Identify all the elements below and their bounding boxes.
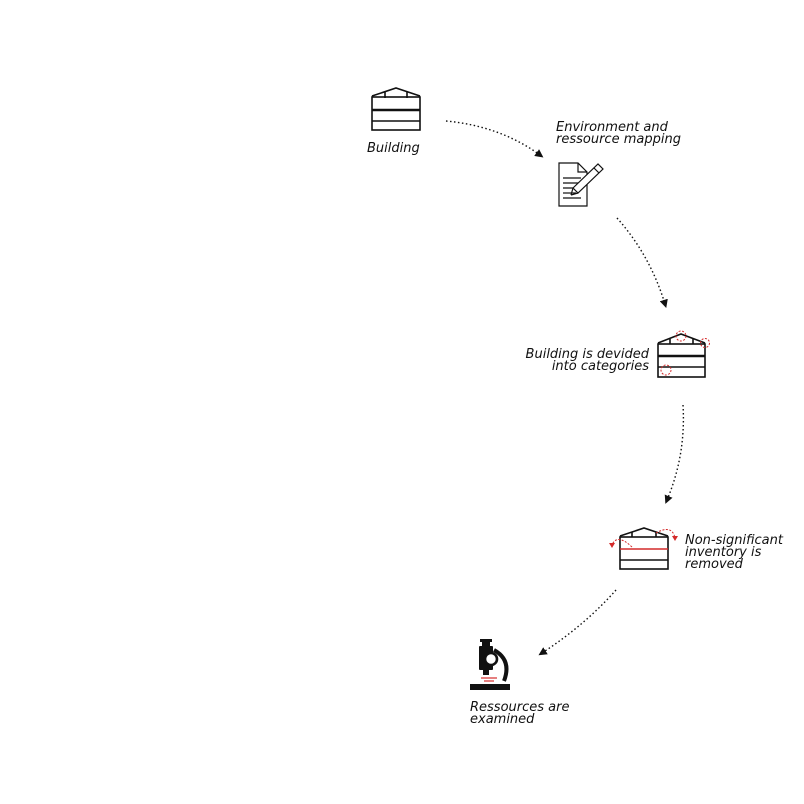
label-line: Ressources are	[470, 700, 570, 715]
microscope-icon	[470, 639, 510, 690]
label-line: Building	[367, 141, 420, 156]
building-icon	[371, 87, 421, 131]
label-line: ressource mapping	[556, 132, 681, 147]
step-label-building: Building	[367, 141, 420, 156]
label-line: examined	[470, 712, 535, 727]
label-line: Building is devided	[525, 347, 649, 362]
flow-arrow-4	[538, 589, 617, 656]
label-line: Environment and	[556, 120, 668, 135]
document-pen-icon	[558, 162, 604, 207]
step-label-examined: Ressources are examined	[470, 700, 570, 727]
label-line: into categories	[551, 359, 649, 374]
flow-arrow-1	[445, 120, 544, 158]
building-removal-icon	[609, 527, 678, 570]
label-line: removed	[685, 557, 743, 572]
step-label-categories: Building is devided into categories	[525, 347, 649, 374]
building-categories-icon	[657, 330, 710, 378]
step-label-environment-mapping: Environment and ressource mapping	[556, 120, 681, 147]
flow-arrow-3	[664, 404, 685, 504]
label-line: inventory is	[685, 545, 762, 560]
label-line: Non-significant	[685, 533, 783, 548]
flow-arrow-2	[616, 217, 668, 309]
step-label-removed: Non-significant inventory is removed	[685, 533, 783, 572]
